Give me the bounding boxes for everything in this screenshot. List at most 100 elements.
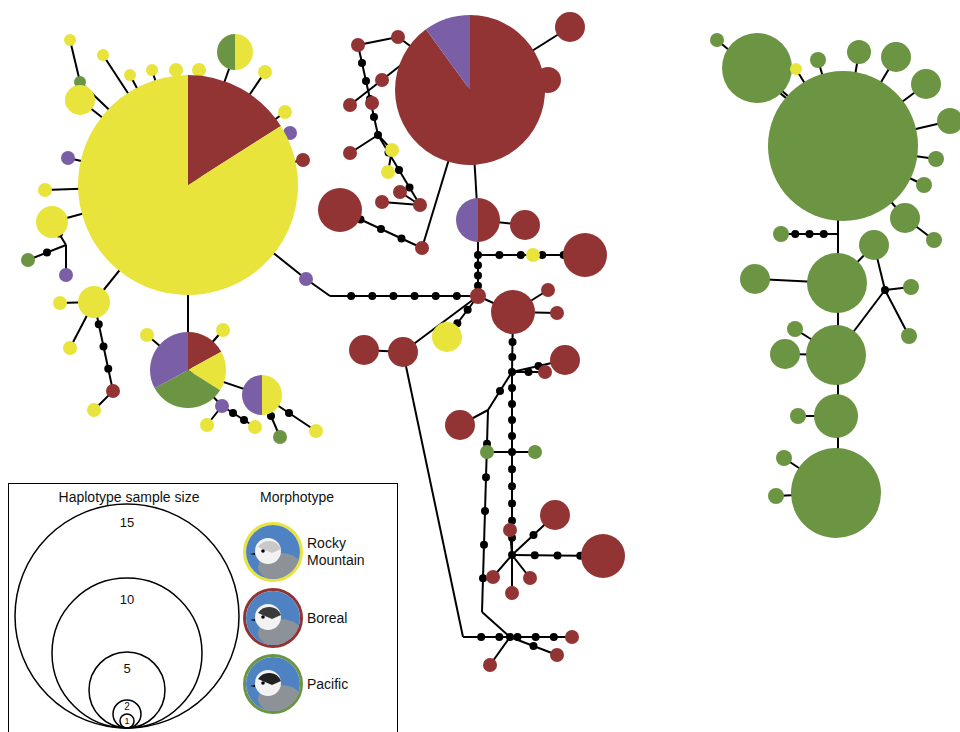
haplotype-circle: [65, 85, 95, 115]
haplotype-circle: [740, 264, 770, 294]
network-link: [358, 45, 378, 135]
bird-icon: [246, 525, 300, 579]
haplotype-circle: [273, 430, 287, 444]
bird-icon: [246, 591, 300, 645]
median-vector: [240, 416, 248, 424]
median-vector: [554, 552, 562, 560]
haplotype-circle: [97, 49, 109, 61]
median-vector: [508, 500, 516, 508]
haplotype-circle: [87, 403, 101, 417]
median-vector: [508, 368, 516, 376]
haplotype-circle: [385, 143, 399, 157]
pie-slice: [478, 198, 500, 242]
size-number: 1: [124, 716, 129, 726]
haplotype-circle: [432, 322, 462, 352]
median-vector: [531, 551, 539, 559]
haplotype-circle: [526, 248, 540, 262]
median-vector: [370, 113, 378, 121]
size-circle: [89, 652, 165, 728]
median-vector: [362, 77, 370, 85]
haplotype-circle: [903, 279, 919, 295]
median-vector: [477, 633, 485, 641]
legend-heading: Haplotype sample size: [59, 489, 200, 505]
median-vector: [508, 416, 516, 424]
median-vector: [495, 633, 503, 641]
haplotype-circle: [343, 98, 357, 112]
haplotype-circle: [36, 206, 68, 238]
size-number: 15: [120, 516, 134, 531]
median-vector: [482, 473, 490, 481]
haplotype-circle: [550, 648, 564, 662]
haplotype-circle: [388, 337, 418, 367]
haplotype-circle: [770, 339, 800, 369]
haplotype-circle: [393, 185, 407, 199]
haplotype-circle: [375, 73, 389, 87]
haplotype-circle: [140, 328, 154, 342]
haplotype-circle: [351, 38, 365, 52]
legend-label: Boreal: [307, 610, 347, 627]
haplotype-circle: [258, 65, 272, 79]
haplotype-circle: [248, 420, 262, 434]
morphotype-swatch: [243, 588, 303, 648]
median-vector: [395, 166, 403, 174]
haplotype-circle: [299, 272, 313, 286]
median-vector: [791, 230, 799, 238]
haplotype-circle: [309, 424, 323, 438]
median-vector: [480, 541, 488, 549]
median-vector: [495, 251, 503, 259]
haplotype-circle: [375, 195, 389, 209]
haplotype-circle: [768, 488, 784, 504]
median-vector: [229, 409, 237, 417]
haplotype-circle: [541, 283, 555, 297]
median-vector: [347, 292, 355, 300]
pie-slice: [235, 34, 253, 70]
legend-heading: Morphotype: [260, 489, 334, 505]
median-vector: [550, 633, 558, 641]
median-vector: [508, 482, 516, 490]
median-vector: [479, 574, 487, 582]
median-vector: [389, 292, 397, 300]
median-vector: [104, 365, 112, 373]
median-vector: [508, 448, 516, 456]
median-vector: [820, 230, 828, 238]
haplotype-circle: [523, 571, 537, 585]
bird-icon: [246, 657, 300, 711]
haplotype-circle: [565, 630, 579, 644]
haplotype-circle: [937, 108, 960, 134]
pie-slice: [395, 15, 545, 165]
haplotype-circle: [790, 63, 802, 75]
haplotype-pie: [242, 375, 282, 415]
haplotype-circle: [483, 658, 497, 672]
haplotype-circle: [192, 63, 206, 77]
median-vector: [358, 59, 366, 67]
haplotype-pie: [395, 15, 545, 165]
haplotype-circle: [790, 408, 806, 424]
median-vector: [453, 292, 461, 300]
haplotype-circle: [926, 232, 942, 248]
haplotype-circle: [215, 399, 229, 413]
median-vector: [474, 272, 482, 280]
haplotype-circle: [391, 30, 405, 44]
haplotype-circle: [928, 151, 944, 167]
haplotype-circle: [773, 226, 789, 242]
haplotype-circle: [890, 203, 920, 233]
haplotype-circle: [343, 146, 357, 160]
haplotype-circle: [791, 448, 881, 538]
haplotype-circle: [806, 325, 866, 385]
haplotype-circle: [413, 198, 427, 212]
median-vector: [496, 387, 504, 395]
network-link: [70, 40, 80, 82]
morphotype-swatch: [243, 654, 303, 714]
network-link: [378, 135, 420, 205]
network-link: [482, 612, 510, 637]
haplotype-circle: [318, 188, 362, 232]
haplotype-circle: [722, 33, 792, 103]
median-vector: [508, 432, 516, 440]
size-number: 5: [123, 662, 130, 677]
haplotype-circle: [807, 253, 867, 313]
haplotype-circle: [814, 394, 858, 438]
haplotype-circle: [503, 523, 517, 537]
haplotype-circle: [169, 63, 183, 77]
haplotype-circle: [847, 40, 871, 64]
haplotype-circle: [491, 290, 535, 334]
